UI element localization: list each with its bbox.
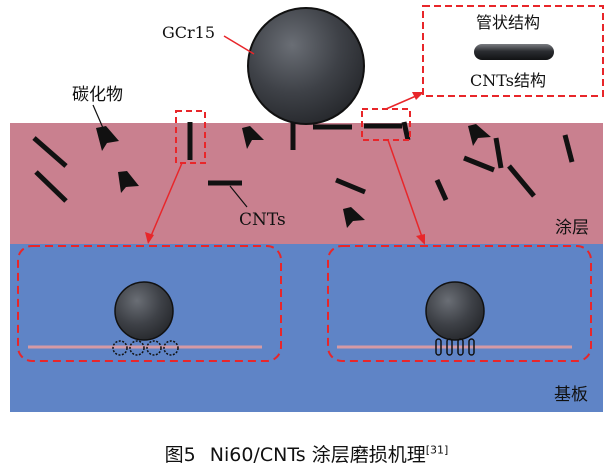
- rolling-cnt: [112, 340, 128, 356]
- arrowhead: [412, 92, 424, 100]
- carbide-particle: [96, 126, 119, 151]
- standing-cnt: [446, 338, 453, 356]
- legend-cnt-label: CNTs结构: [470, 71, 546, 90]
- cnt-rod: [401, 121, 411, 141]
- cnt-rod: [34, 170, 68, 203]
- cnt-rod: [507, 164, 536, 198]
- gcr15-ball: [247, 7, 365, 125]
- arrowhead: [145, 232, 154, 244]
- ball-leader-line: [223, 35, 255, 55]
- carbide-label: 碳化物: [72, 85, 123, 105]
- wear-mechanism-diagram: GCr15 碳化物 CNTs 涂层 基板 管状结构 CNTs结构: [10, 5, 604, 412]
- cnt-rod: [493, 137, 504, 169]
- inset-right: [327, 245, 592, 362]
- inset-right-ball: [425, 281, 485, 341]
- figure-number: 图5: [164, 444, 196, 466]
- rolling-cnt: [163, 340, 179, 356]
- arrowhead: [416, 234, 425, 245]
- standing-cnt: [435, 338, 442, 356]
- cnt-rod: [463, 155, 495, 173]
- arrow-to-right-inset: [387, 139, 423, 238]
- rolling-cnt: [146, 340, 162, 356]
- figure-reference: [31]: [425, 443, 449, 457]
- substrate-label: 基板: [554, 385, 588, 405]
- inset-left-ball: [114, 281, 174, 341]
- carbide-particle: [468, 124, 491, 146]
- standing-cnt: [457, 338, 464, 356]
- red-arrows: [145, 92, 425, 245]
- carbide-particle: [343, 207, 365, 228]
- cnt-rod: [562, 134, 575, 163]
- substrate-layer: [10, 244, 603, 412]
- inset-left: [17, 245, 282, 362]
- rolling-cnt: [129, 340, 145, 356]
- legend-tube-label: 管状结构: [476, 13, 540, 32]
- figure-title: Ni60/CNTs 涂层磨损机理: [209, 444, 426, 466]
- standing-cnts: [435, 338, 475, 356]
- coating-layer: [10, 123, 603, 244]
- coating-label: 涂层: [555, 218, 589, 238]
- rolling-cnts: [112, 340, 179, 356]
- cnt-rod: [32, 136, 68, 168]
- arrow-to-legend: [385, 95, 417, 110]
- ball-label: GCr15: [162, 23, 215, 42]
- tube-icon: [474, 44, 554, 60]
- figure-caption: 图5 Ni60/CNTs 涂层磨损机理[31]: [0, 440, 613, 467]
- carbide-particle: [242, 126, 264, 149]
- cnt-rod: [434, 178, 449, 202]
- standing-cnt: [468, 338, 475, 356]
- legend-box: [422, 5, 604, 97]
- carbide-leader-line: [92, 104, 104, 129]
- cnts-leader-line: [229, 185, 248, 208]
- arrow-to-left-inset: [150, 162, 183, 237]
- carbide-particle: [118, 171, 139, 193]
- cnt-rods: [32, 121, 575, 203]
- highlight-box-left: [175, 110, 206, 164]
- cnts-label: CNTs: [239, 210, 286, 230]
- carbide-particles: [96, 124, 491, 228]
- cnt-rod: [335, 177, 366, 195]
